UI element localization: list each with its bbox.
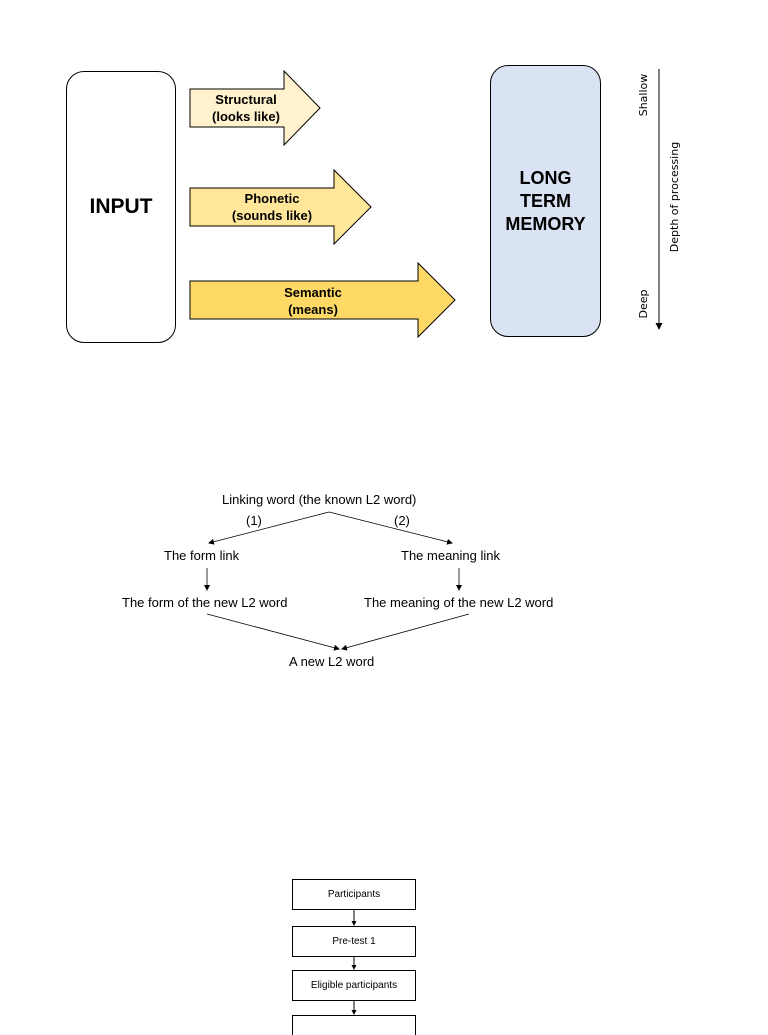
structural-arrow (189, 69, 321, 147)
input-box: INPUT (66, 71, 176, 343)
depth-scale-arrowhead (655, 323, 663, 330)
connector-3-arrowhead (351, 1010, 357, 1015)
structural-label-line2: (looks like) (212, 109, 280, 124)
connector-1-arrowhead (351, 921, 357, 926)
input-label: INPUT (89, 195, 153, 218)
meaning-of-new-word-label: The meaning of the new L2 word (364, 595, 554, 610)
semantic-label-line2: (means) (288, 302, 338, 317)
linking-lines (204, 511, 470, 651)
structural-label-line1: Structural (215, 92, 277, 107)
phonetic-label: Phonetic (sounds like) (190, 190, 354, 224)
shallow-label: Shallow (637, 73, 650, 117)
new-l2-word-label: A new L2 word (289, 654, 375, 669)
branch-1-number: (1) (246, 513, 262, 528)
deep-label: Deep (637, 289, 650, 319)
flow-step-eligible-participants: Eligible participants (292, 970, 416, 1001)
flow-step-participants: Participants (292, 879, 416, 910)
form-of-new-word-label: The form of the new L2 word (122, 595, 288, 610)
branch-2-line (328, 511, 453, 545)
semantic-label: Semantic (means) (190, 284, 436, 318)
memory-label-line1: LONG (519, 167, 572, 188)
memory-label-line3: MEMORY (505, 213, 586, 234)
structural-label: Structural (looks like) (190, 91, 302, 125)
flow-step-pretest-1: Pre-test 1 (292, 926, 416, 957)
long-term-memory-box: LONG TERM MEMORY (490, 65, 601, 337)
form-link-label: The form link (164, 548, 240, 563)
flowchart-connectors (351, 910, 357, 1015)
flow-step-eligible-participants-label: Eligible participants (310, 980, 398, 991)
phonetic-label-line1: Phonetic (244, 191, 300, 206)
depth-of-processing-label: Depth of processing (668, 141, 681, 253)
connector-2-arrowhead (351, 965, 357, 970)
branch-2-number: (2) (394, 513, 410, 528)
phonetic-arrow (189, 168, 372, 246)
processing-arrows (189, 69, 663, 339)
meaning-to-new-word-line (341, 613, 470, 651)
memory-label-line2: TERM (520, 190, 571, 211)
semantic-arrow (189, 261, 456, 339)
phonetic-label-line2: (sounds like) (231, 208, 313, 223)
linking-word-label: Linking word (the known L2 word) (222, 492, 417, 507)
flow-step-participants-label: Participants (327, 889, 381, 900)
flow-step-pretest-1-label: Pre-test 1 (332, 936, 376, 947)
branch-1-line (208, 511, 330, 545)
form-to-new-word-line (206, 613, 340, 651)
semantic-label-line1: Semantic (284, 285, 342, 300)
meaning-link-label: The meaning link (401, 548, 500, 563)
